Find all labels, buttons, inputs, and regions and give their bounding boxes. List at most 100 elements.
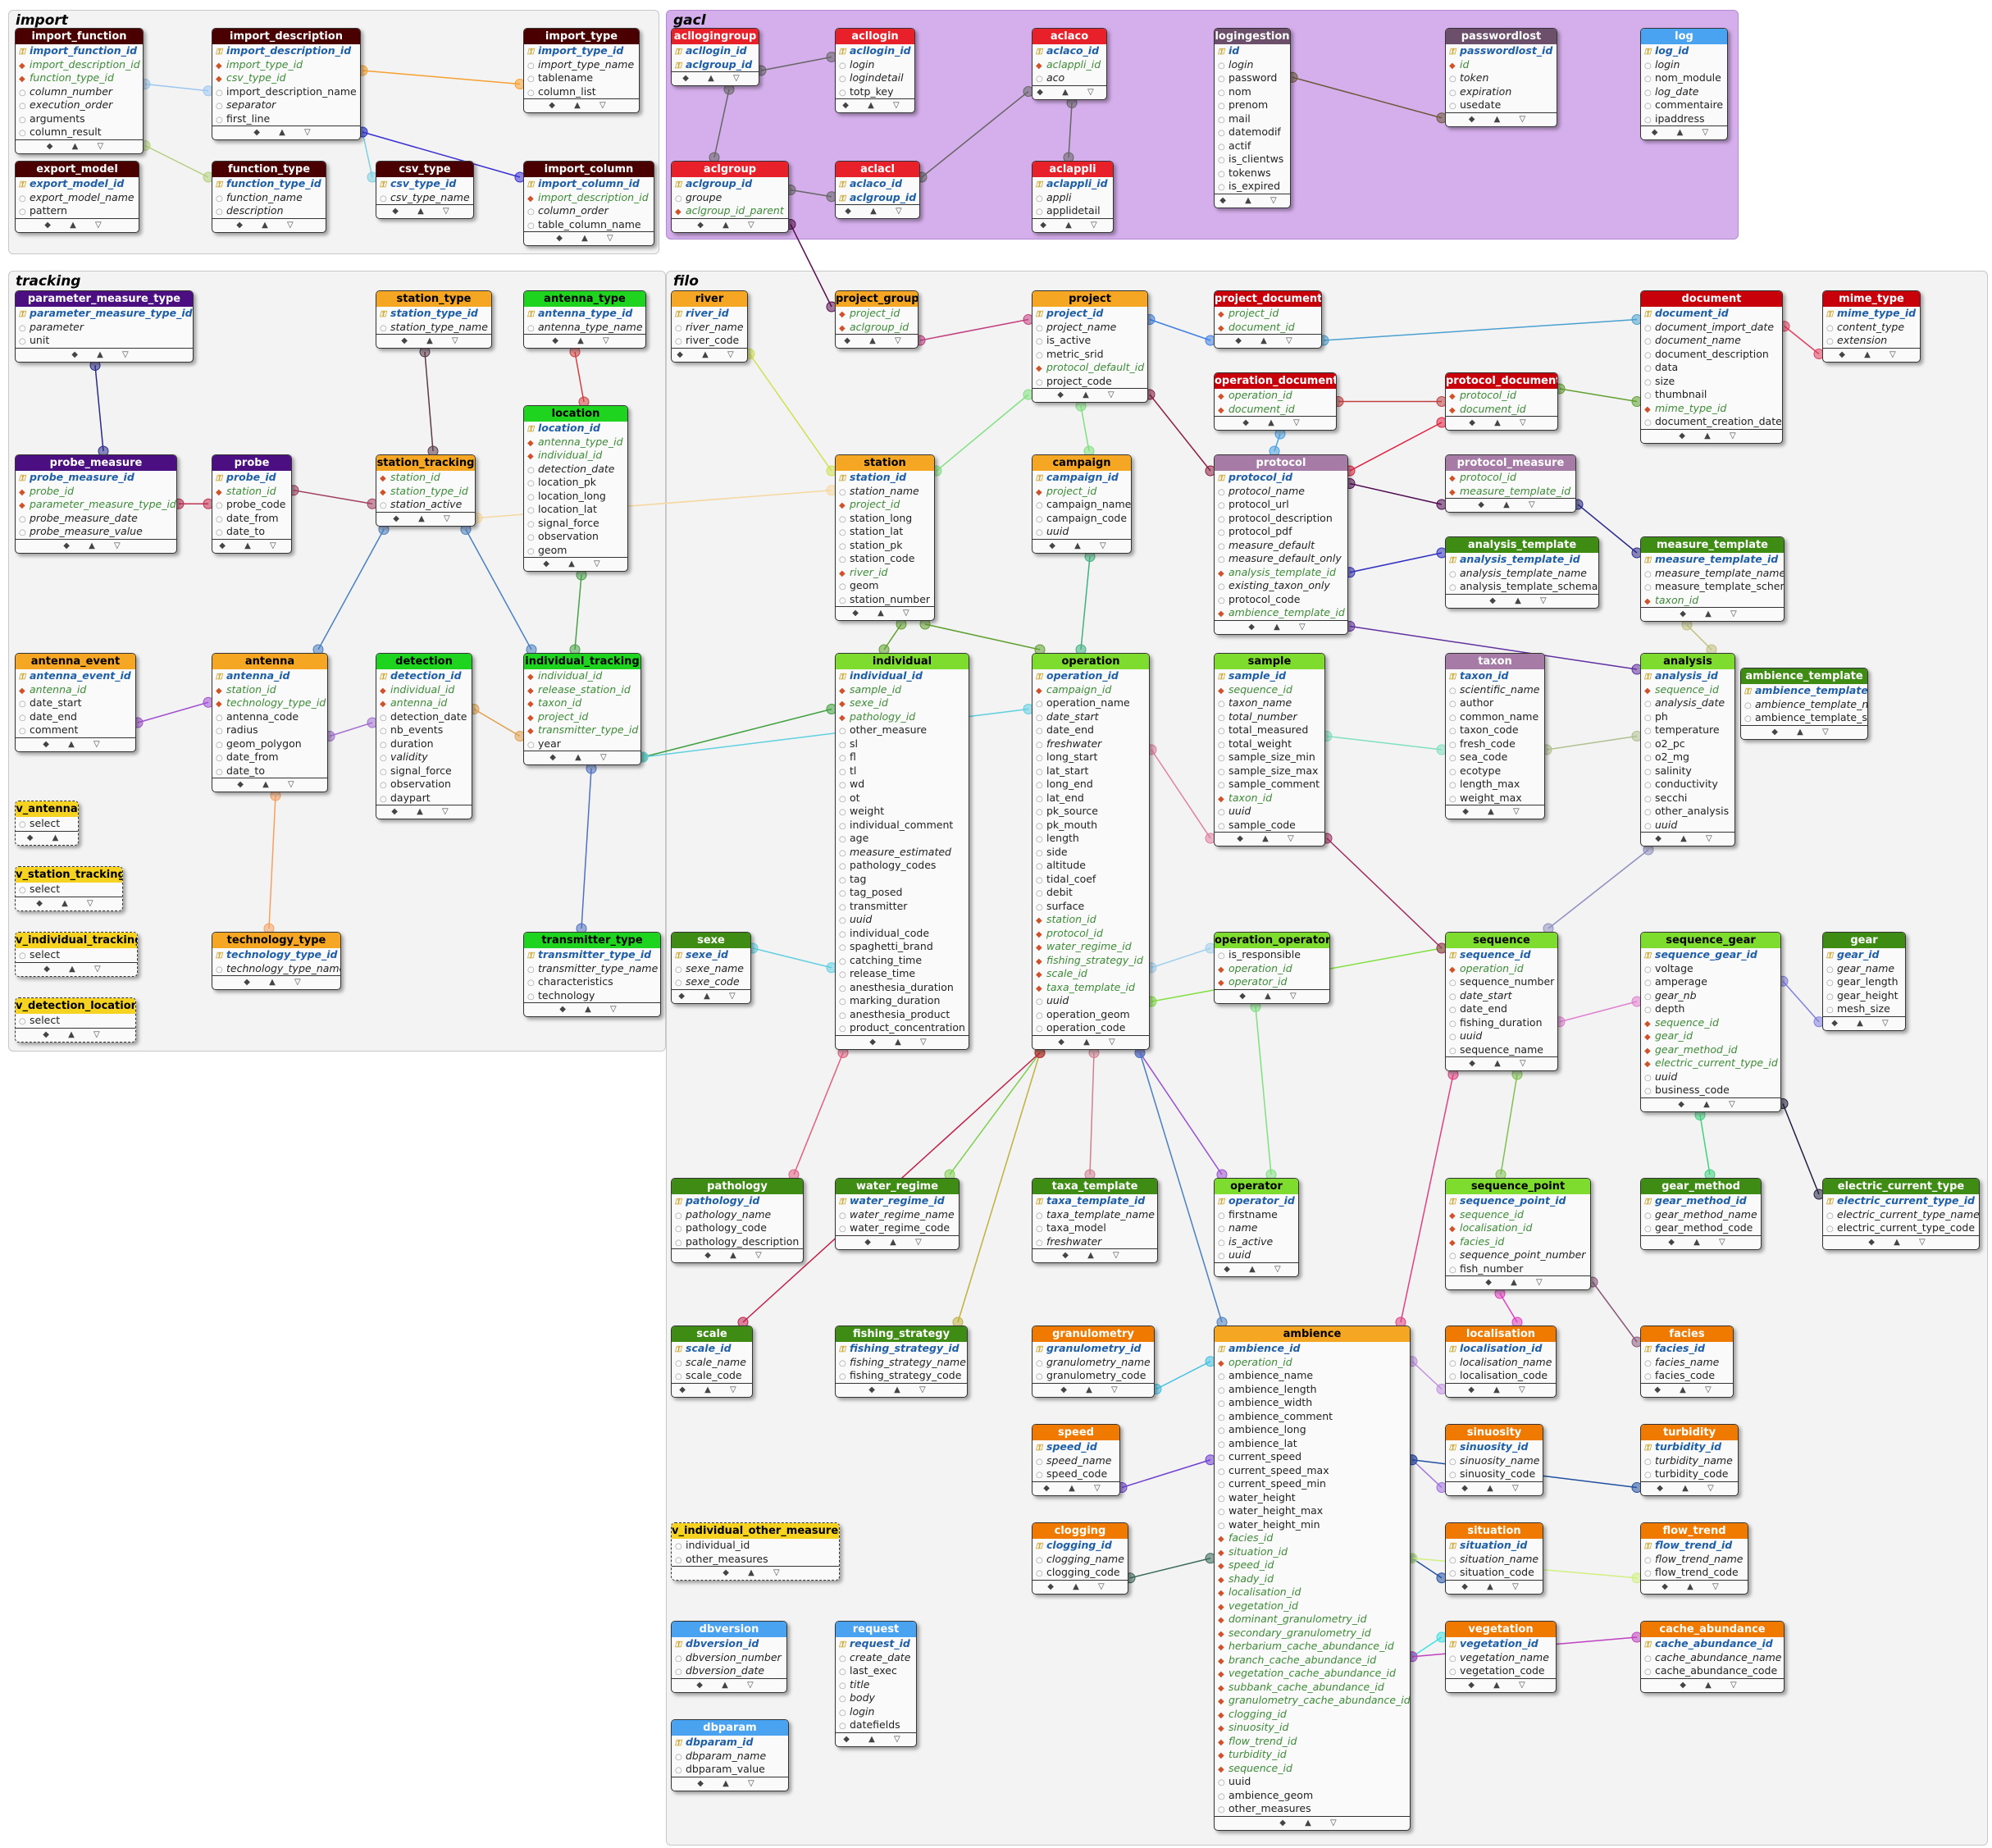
table-sequence-point[interactable]: sequence_point⚿sequence_point_id◆sequenc… [1445,1178,1591,1290]
table-passwordlost[interactable]: passwordlost⚿passwordlost_id◆id○token○ex… [1445,28,1557,127]
table-ambience-template[interactable]: ambience_template⚿ambience_template_id○a… [1740,668,1868,740]
table-dbparam[interactable]: dbparam⚿dbparam_id○dbparam_name○dbparam_… [671,1719,789,1791]
table-detection[interactable]: detection⚿detection_id◆individual_id◆ant… [376,653,472,819]
table-taxon[interactable]: taxon⚿taxon_id○scientific_name○author○co… [1445,653,1545,819]
table-scale[interactable]: scale⚿scale_id○scale_name○scale_code◆ ▲ … [671,1326,753,1398]
table-gear[interactable]: gear⚿gear_id○gear_name○gear_length○gear_… [1822,932,1906,1031]
table-sinuosity[interactable]: sinuosity⚿sinuosity_id○sinuosity_name○si… [1445,1424,1543,1496]
table-antenna[interactable]: antenna⚿antenna_id◆station_id◆technology… [212,653,328,792]
table-import-function[interactable]: import_function⚿import_function_id◆impor… [15,28,144,154]
table-acllogingroup[interactable]: acllogingroup⚿acllogin_id⚿aclgroup_id◆ ▲… [671,28,759,86]
table-title: project_document [1215,291,1321,307]
table-water-regime[interactable]: water_regime⚿water_regime_id○water_regim… [835,1178,960,1250]
table-v-station-tracking[interactable]: v_station_tracking○select◆ ▲ ▽ [15,866,123,911]
table-sexe[interactable]: sexe⚿sexe_id○sexe_name○sexe_code◆ ▲ ▽ [671,932,751,1004]
table-vegetation[interactable]: vegetation⚿vegetation_id○vegetation_name… [1445,1621,1557,1693]
table-field: ○existing_taxon_only [1215,579,1347,593]
table-title: gear [1823,933,1905,948]
table-operator[interactable]: operator⚿operator_id○firstname○name○is_a… [1214,1178,1299,1277]
field-icon: ○ [1218,1508,1225,1517]
table-request[interactable]: request⚿request_id○create_date○last_exec… [835,1621,917,1747]
table-aclgroup[interactable]: aclgroup⚿aclgroup_id○groupe◆aclgroup_id_… [671,161,789,233]
table-flow-trend[interactable]: flow_trend⚿flow_trend_id○flow_trend_name… [1640,1522,1748,1595]
table-technology-type[interactable]: technology_type⚿technology_type_id○techn… [212,932,341,990]
table-facies[interactable]: facies⚿facies_id○facies_name○facies_code… [1640,1326,1734,1398]
table-logingestion[interactable]: logingestion⚿id○login○password○nom○preno… [1214,28,1291,208]
table-antenna-event[interactable]: antenna_event⚿antenna_event_id◆antenna_i… [15,653,136,752]
table-probe[interactable]: probe⚿probe_id◆station_id○probe_code○dat… [212,454,292,554]
field-icon: ○ [1218,1778,1225,1787]
table-localisation[interactable]: localisation⚿localisation_id○localisatio… [1445,1326,1557,1398]
table-electric-current-type[interactable]: electric_current_type⚿electric_current_t… [1822,1178,1980,1250]
field-name: sequence_id [1228,682,1292,696]
table-station-type[interactable]: station_type⚿station_type_id○station_typ… [376,290,492,349]
table-campaign[interactable]: campaign⚿campaign_id◆project_id○campaign… [1032,454,1132,554]
table-situation[interactable]: situation⚿situation_id○situation_name○si… [1445,1522,1543,1595]
table-aclaco[interactable]: aclaco⚿aclaco_id◆aclappli_id○aco◆ ▲ ▽ [1032,28,1107,100]
key-icon: ⚿ [527,310,534,319]
table-acllogin[interactable]: acllogin⚿acllogin_id○login○logindetail○t… [835,28,915,113]
table-import-description[interactable]: import_description⚿import_description_id… [212,28,361,140]
table-v-detection-location[interactable]: v_detection_location○select◆ ▲ ▽ [15,997,136,1043]
table-station-tracking[interactable]: station_tracking◆station_id◆station_type… [376,454,476,527]
table-transmitter-type[interactable]: transmitter_type⚿transmitter_type_id○tra… [523,932,661,1017]
table-project[interactable]: project⚿project_id○project_name○is_activ… [1032,290,1148,403]
table-analysis[interactable]: analysis⚿analysis_id◆sequence_id○analysi… [1640,653,1735,846]
table-v-individual-tracking[interactable]: v_individual_tracking○select◆ ▲ ▽ [15,932,138,977]
table-field: ○operation_name [1032,696,1149,710]
table-v-antenna[interactable]: v_antenna○select◆ ▲ ▽ [15,801,79,846]
table-dbversion[interactable]: dbversion⚿dbversion_id○dbversion_number○… [671,1621,787,1693]
table-clogging[interactable]: clogging⚿clogging_id○clogging_name○clogg… [1032,1522,1128,1595]
table-footer-icons: ◆ ▲ ▽ [16,347,193,362]
table-field: ○station_number [836,593,934,607]
table-protocol[interactable]: protocol⚿protocol_id○protocol_name○proto… [1214,454,1348,635]
table-project-group[interactable]: project_group◆project_id◆aclgroup_id◆ ▲ … [835,290,919,349]
table-river[interactable]: river⚿river_id○river_name○river_code◆ ▲ … [671,290,748,363]
table-protocol-measure[interactable]: protocol_measure◆protocol_id◆measure_tem… [1445,454,1576,513]
table-fishing-strategy[interactable]: fishing_strategy⚿fishing_strategy_id○fis… [835,1326,968,1398]
table-individual-tracking[interactable]: individual_tracking◆individual_id◆releas… [523,653,641,765]
table-log[interactable]: log⚿log_id○login○nom_module○log_date○com… [1640,28,1728,140]
table-antenna-type[interactable]: antenna_type⚿antenna_type_id○antenna_typ… [523,290,646,349]
table-sequence[interactable]: sequence⚿sequence_id◆operation_id○sequen… [1445,932,1558,1071]
field-name: date_to [226,525,265,537]
table-ambience[interactable]: ambience⚿ambience_id◆operation_id○ambien… [1214,1326,1411,1831]
table-measure-template[interactable]: measure_template⚿measure_template_id○mea… [1640,536,1785,622]
table-granulometry[interactable]: granulometry⚿granulometry_id○granulometr… [1032,1326,1155,1398]
table-v-individual-other-measures[interactable]: v_individual_other_measures○individual_i… [671,1522,840,1581]
table-pathology[interactable]: pathology⚿pathology_id○pathology_name○pa… [671,1178,804,1263]
table-probe-measure[interactable]: probe_measure⚿probe_measure_id◆probe_id◆… [15,454,177,554]
table-station[interactable]: station⚿station_id○station_name◆project_… [835,454,935,621]
field-name: localisation_id [1460,1221,1533,1234]
table-import-column[interactable]: import_column⚿import_column_id◆import_de… [523,161,654,246]
table-cache-abundance[interactable]: cache_abundance⚿cache_abundance_id○cache… [1640,1621,1785,1693]
table-operation[interactable]: operation⚿operation_id◆campaign_id○opera… [1032,653,1150,1050]
table-speed[interactable]: speed⚿speed_id○speed_name○speed_code◆ ▲ … [1032,1424,1120,1496]
table-analysis-template[interactable]: analysis_template⚿analysis_template_id○a… [1445,536,1599,609]
table-parameter-measure-type[interactable]: parameter_measure_type⚿parameter_measure… [15,290,194,363]
table-protocol-document[interactable]: protocol_document◆protocol_id◆document_i… [1445,372,1558,431]
table-individual[interactable]: individual⚿individual_id◆sample_id◆sexe_… [835,653,969,1050]
table-function-type[interactable]: function_type⚿function_type_id○function_… [212,161,326,233]
table-sample[interactable]: sample⚿sample_id◆sequence_id○taxon_name○… [1214,653,1325,846]
table-document[interactable]: document⚿document_id○document_import_dat… [1640,290,1783,444]
table-location[interactable]: location⚿location_id◆antenna_type_id◆ind… [523,405,628,572]
field-name: prenom [1228,98,1269,111]
field-name: tag [850,872,867,885]
field-name: fresh_code [1460,737,1516,750]
table-csv-type[interactable]: csv_type⚿csv_type_id○csv_type_name◆ ▲ ▽ [376,161,474,219]
table-gear-method[interactable]: gear_method⚿gear_method_id○gear_method_n… [1640,1178,1762,1250]
table-import-type[interactable]: import_type⚿import_type_id○import_type_n… [523,28,640,113]
table-project-document[interactable]: project_document◆project_id◆document_id◆… [1214,290,1322,349]
foreign-key-icon: ◆ [1218,979,1224,988]
field-name: geom [538,543,568,556]
table-mime-type[interactable]: mime_type⚿mime_type_id○content_type○exte… [1822,290,1921,363]
table-aclacl[interactable]: aclacl⚿aclaco_id⚿aclgroup_id◆ ▲ ▽ [835,161,920,219]
table-export-model[interactable]: export_model⚿export_model_id○export_mode… [15,161,139,233]
table-operation-document[interactable]: operation_document◆operation_id◆document… [1214,372,1337,431]
table-operation-operator[interactable]: operation_operator○is_responsible◆operat… [1214,932,1330,1004]
table-sequence-gear[interactable]: sequence_gear⚿sequence_gear_id○voltage○a… [1640,932,1781,1112]
table-turbidity[interactable]: turbidity⚿turbidity_id○turbidity_name○tu… [1640,1424,1739,1496]
table-aclappli[interactable]: aclappli⚿aclappli_id○appli○applidetail◆ … [1032,161,1114,233]
table-taxa-template[interactable]: taxa_template⚿taxa_template_id○taxa_temp… [1032,1178,1158,1263]
